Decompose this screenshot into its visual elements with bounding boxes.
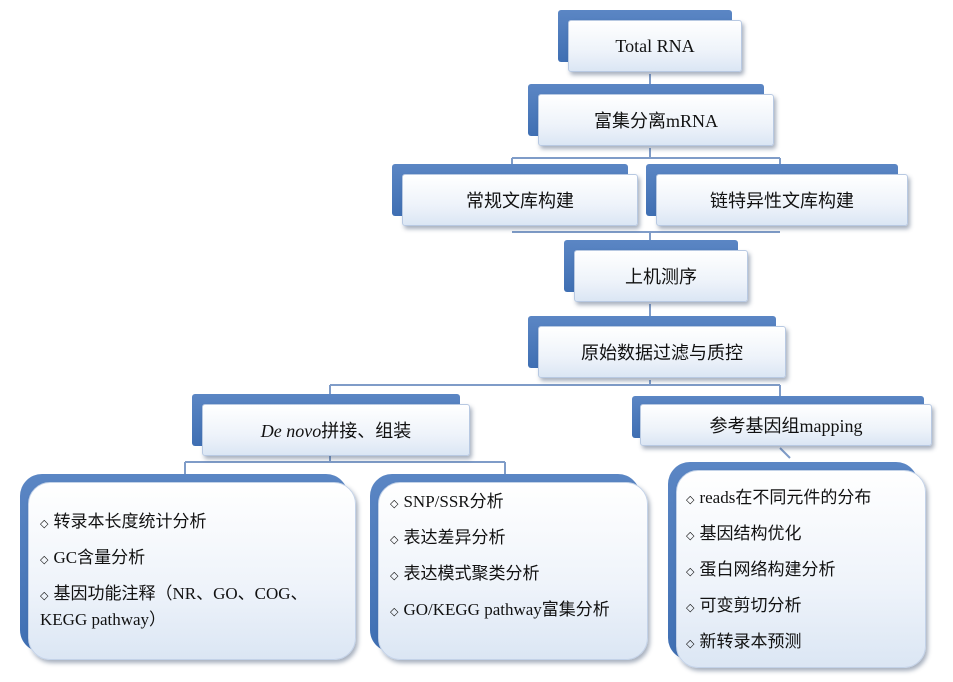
- diamond-bullet-icon: ◇: [40, 590, 49, 602]
- node-total-rna: Total RNA: [558, 10, 742, 72]
- node-mrna-enrichment-label: 富集分离mRNA: [593, 111, 718, 131]
- node-strand-specific-library: 链特异性文库构建: [646, 164, 908, 226]
- list-item: ◇GO/KEGG pathway富集分析: [390, 600, 610, 619]
- node-de-novo-assembly: De novo拼接、组装: [192, 394, 470, 456]
- node-total-rna-label: Total RNA: [615, 35, 695, 56]
- diamond-bullet-icon: ◇: [390, 534, 399, 546]
- reference-analysis-list: ◇reads在不同元件的分布 ◇基因结构优化 ◇蛋白网络构建分析 ◇可变剪切分析…: [686, 486, 922, 666]
- list-item: ◇转录本长度统计分析: [40, 512, 207, 531]
- diamond-bullet-icon: ◇: [40, 518, 49, 530]
- list-item: ◇基因功能注释（NR、GO、COG、KEGG pathway）: [40, 584, 308, 629]
- diamond-bullet-icon: ◇: [686, 530, 695, 542]
- box-denovo-analysis: ◇转录本长度统计分析 ◇GC含量分析 ◇基因功能注释（NR、GO、COG、KEG…: [20, 474, 356, 660]
- diamond-bullet-icon: ◇: [390, 498, 399, 510]
- list-item: ◇reads在不同元件的分布: [686, 488, 872, 507]
- diamond-bullet-icon: ◇: [686, 602, 695, 614]
- diamond-bullet-icon: ◇: [686, 566, 695, 578]
- diamond-bullet-icon: ◇: [686, 494, 695, 506]
- denovo-analysis-list: ◇转录本长度统计分析 ◇GC含量分析 ◇基因功能注释（NR、GO、COG、KEG…: [40, 510, 346, 642]
- node-standard-library: 常规文库构建: [392, 164, 638, 226]
- de-novo-rest: 拼接、组装: [321, 421, 412, 441]
- node-reference-mapping: 参考基因组mapping: [632, 396, 932, 446]
- list-item: ◇蛋白网络构建分析: [686, 560, 836, 579]
- list-item: ◇基因结构优化: [686, 524, 802, 543]
- list-item: ◇新转录本预测: [686, 632, 802, 651]
- node-quality-control-label: 原始数据过滤与质控: [581, 343, 743, 363]
- node-standard-library-label: 常规文库构建: [466, 191, 574, 211]
- box-reference-analysis: ◇reads在不同元件的分布 ◇基因结构优化 ◇蛋白网络构建分析 ◇可变剪切分析…: [668, 462, 926, 668]
- de-novo-italic: De novo: [260, 421, 322, 441]
- list-item: ◇表达差异分析: [390, 528, 506, 547]
- diamond-bullet-icon: ◇: [390, 606, 399, 618]
- node-reference-mapping-label: 参考基因组mapping: [709, 416, 863, 436]
- node-sequencing-label: 上机测序: [625, 267, 697, 287]
- box-expression-analysis: ◇SNP/SSR分析 ◇表达差异分析 ◇表达模式聚类分析 ◇GO/KEGG pa…: [370, 474, 648, 660]
- list-item: ◇SNP/SSR分析: [390, 492, 504, 511]
- list-item: ◇表达模式聚类分析: [390, 564, 540, 583]
- list-item: ◇GC含量分析: [40, 548, 146, 567]
- list-item: ◇可变剪切分析: [686, 596, 802, 615]
- node-de-novo-assembly-label: De novo拼接、组装: [261, 417, 411, 443]
- expression-analysis-list: ◇SNP/SSR分析 ◇表达差异分析 ◇表达模式聚类分析 ◇GO/KEGG pa…: [390, 490, 642, 634]
- node-mrna-enrichment: 富集分离mRNA: [528, 84, 774, 146]
- diamond-bullet-icon: ◇: [686, 638, 695, 650]
- diamond-bullet-icon: ◇: [40, 554, 49, 566]
- diamond-bullet-icon: ◇: [390, 570, 399, 582]
- node-strand-specific-library-label: 链特异性文库构建: [710, 191, 854, 211]
- node-quality-control: 原始数据过滤与质控: [528, 316, 786, 378]
- node-sequencing: 上机测序: [564, 240, 748, 302]
